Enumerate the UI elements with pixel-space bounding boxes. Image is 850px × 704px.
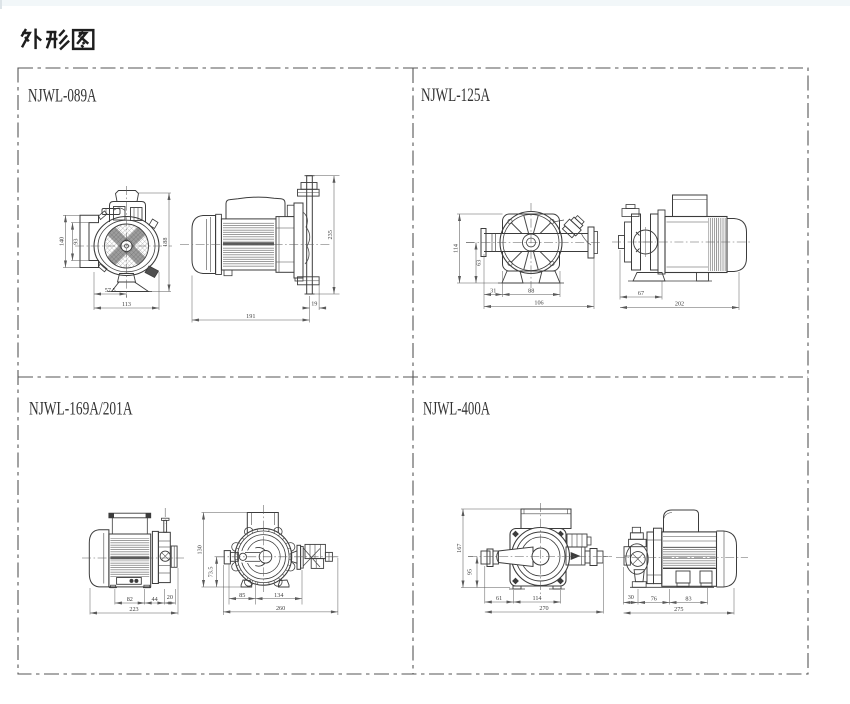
panel-njwl-089a: NJWL-089A 140 93 188 57.5 113 235 19 191 [28, 86, 340, 323]
njwl-089a-side-view: 235 19 191 [180, 175, 340, 323]
dimension-label: 30 [628, 594, 634, 601]
njwl-089a-front-view: 140 93 188 57.5 113 [59, 186, 172, 310]
njwl-169a-side-view: 82 44 20 223 [82, 508, 184, 615]
njwl-400a-front-view: 167 95 61 114 270 [456, 503, 612, 614]
dimension-label: 191 [246, 313, 255, 320]
model-label: NJWL-169A/201A [29, 399, 133, 420]
dimension-label: 31 [490, 288, 496, 295]
njwl-125a-side-view: 67 202 [612, 194, 752, 310]
dimension-label: 114 [453, 244, 460, 253]
grid-borders [17, 67, 809, 675]
dimension-label: 61 [496, 595, 502, 602]
dimension-label: 275 [674, 606, 683, 613]
dimension-label: 114 [532, 595, 541, 602]
dimension-label: 235 [327, 230, 334, 239]
dimension-label: 223 [129, 606, 138, 613]
dimension-label: 106 [534, 300, 543, 307]
dimension-label: 113 [122, 301, 131, 308]
model-label: NJWL-089A [28, 86, 97, 107]
dimension-label: 130 [197, 545, 204, 554]
dimension-label: 202 [675, 301, 684, 308]
dimension-label: 83 [685, 596, 691, 603]
dimension-label: 134 [274, 592, 283, 599]
dimension-label: 82 [127, 596, 133, 603]
dimension-label: 20 [167, 594, 173, 601]
panel-njwl-169a-201a: NJWL-169A/201A 82 44 20 223 130 73.5 85 134 260 [29, 399, 340, 615]
dimension-label: 73.5 [208, 566, 215, 577]
dimension-label: 63 [476, 260, 483, 266]
dimension-label: 44 [152, 596, 158, 603]
dimension-label: 76 [651, 596, 657, 603]
njwl-169a-front-view: 130 73.5 85 134 260 [197, 505, 340, 615]
dimension-label: 88 [528, 288, 534, 295]
dimension-label: 19 [311, 301, 317, 308]
dimension-label: 67 [638, 290, 644, 297]
dimension-label: 95 [467, 569, 474, 575]
dimension-label: 188 [162, 238, 169, 247]
dimension-label: 167 [456, 544, 463, 553]
page-title-glyphs [20, 28, 95, 51]
dimension-label: 57.5 [105, 287, 116, 294]
dimension-label: 93 [73, 239, 80, 245]
dimension-label: 85 [239, 592, 245, 599]
dimension-label: 140 [59, 237, 66, 246]
model-label: NJWL-400A [423, 399, 490, 420]
model-label: NJWL-125A [421, 85, 490, 106]
top-edge-band [0, 0, 850, 9]
dimension-label: 270 [539, 605, 548, 612]
dimension-label: 260 [276, 605, 285, 612]
